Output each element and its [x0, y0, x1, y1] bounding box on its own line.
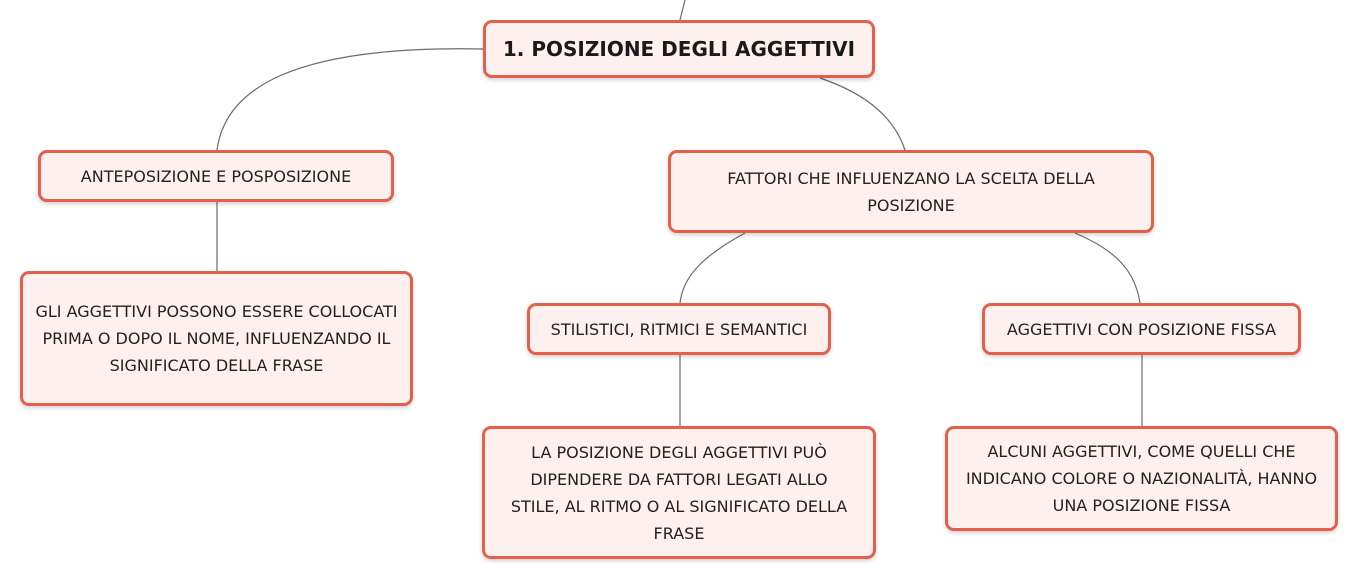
node-anteposizione-detail-label: GLI AGGETTIVI POSSONO ESSERE COLLOCATI P… [35, 302, 398, 375]
node-fissa-detail-label: ALCUNI AGGETTIVI, COME QUELLI CHE INDICA… [965, 442, 1318, 515]
connector-root-to-anteposizione [216, 48, 484, 151]
node-anteposizione-label: ANTEPOSIZIONE E POSPOSIZIONE [80, 166, 352, 186]
node-fattori-label: FATTORI CHE INFLUENZANO LA SCELTA DELLA … [727, 168, 1095, 215]
node-fissa-label: AGGETTIVI CON POSIZIONE FISSA [1006, 319, 1277, 339]
connector-root-to-fattori [819, 77, 906, 151]
node-root-label: 1. POSIZIONE DEGLI AGGETTIVI [502, 36, 856, 61]
node-fattori[interactable]: FATTORI CHE INFLUENZANO LA SCELTA DELLA … [668, 150, 1154, 233]
node-fissa-detail[interactable]: ALCUNI AGGETTIVI, COME QUELLI CHE INDICA… [945, 426, 1338, 531]
connector-fattori-to-fissa [1074, 232, 1141, 304]
node-stilistici[interactable]: STILISTICI, RITMICI E SEMANTICI [527, 303, 831, 355]
node-stilistici-label: STILISTICI, RITMICI E SEMANTICI [550, 319, 808, 339]
node-root[interactable]: 1. POSIZIONE DEGLI AGGETTIVI [483, 20, 875, 78]
node-stilistici-detail[interactable]: LA POSIZIONE DEGLI AGGETTIVI PUÒ DIPENDE… [482, 426, 876, 559]
connector-fattori-to-stilistici [679, 232, 746, 304]
node-anteposizione[interactable]: ANTEPOSIZIONE E POSPOSIZIONE [38, 150, 394, 202]
connector-parent-to-root [679, 0, 686, 21]
node-fissa[interactable]: AGGETTIVI CON POSIZIONE FISSA [982, 303, 1301, 355]
node-anteposizione-detail[interactable]: GLI AGGETTIVI POSSONO ESSERE COLLOCATI P… [20, 271, 413, 406]
node-stilistici-detail-label: LA POSIZIONE DEGLI AGGETTIVI PUÒ DIPENDE… [510, 442, 848, 543]
